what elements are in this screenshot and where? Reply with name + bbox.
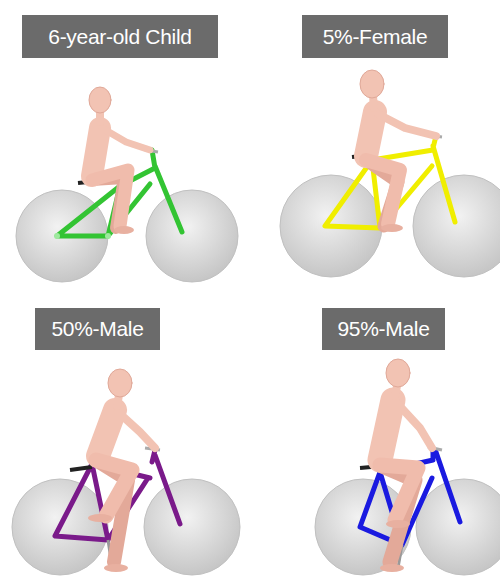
panel-label: 5%-Female (323, 25, 428, 49)
foot (88, 514, 112, 522)
panel-label: 6-year-old Child (48, 25, 191, 49)
foot (386, 520, 410, 528)
front-wheel (146, 190, 238, 282)
torso (380, 400, 393, 460)
arm (378, 114, 436, 136)
foot (381, 224, 403, 232)
child-rider (89, 87, 150, 234)
male50-bicycle (12, 448, 240, 575)
bike-frame (325, 136, 455, 228)
child-bicycle (16, 150, 238, 282)
male95-bicycle (315, 447, 500, 575)
torso (92, 128, 100, 176)
label-box: 95%-Male (322, 308, 445, 350)
label-box: 50%-Male (35, 308, 160, 350)
bike-frame (360, 448, 460, 545)
male95-rider (380, 359, 432, 572)
axle (54, 233, 60, 239)
female-bicycle (280, 135, 500, 277)
head (386, 359, 410, 387)
label-box: 5%-Female (302, 15, 448, 58)
front-leg (380, 465, 418, 520)
saddle (70, 467, 92, 470)
front-wheel (413, 175, 500, 277)
torso (366, 112, 375, 156)
front-wheel (144, 479, 240, 575)
bike-frame (57, 150, 182, 236)
torso (98, 410, 115, 456)
neck (395, 386, 397, 396)
front-leg (92, 170, 128, 226)
foot (380, 564, 404, 572)
foot (104, 564, 128, 572)
front-leg (96, 460, 132, 516)
front-wheel (416, 479, 500, 575)
bottom-bracket (105, 233, 111, 239)
arm (118, 412, 155, 448)
arm (102, 128, 150, 150)
head (108, 369, 132, 397)
male50-rider (88, 369, 155, 572)
panel-label: 50%-Male (51, 317, 143, 341)
panel-label: 95%-Male (337, 317, 429, 341)
foot (114, 226, 134, 234)
female-rider (360, 70, 436, 232)
head (360, 70, 384, 98)
arm (396, 402, 432, 448)
head (89, 87, 111, 113)
label-box: 6-year-old Child (22, 15, 218, 58)
front-leg (366, 160, 400, 224)
